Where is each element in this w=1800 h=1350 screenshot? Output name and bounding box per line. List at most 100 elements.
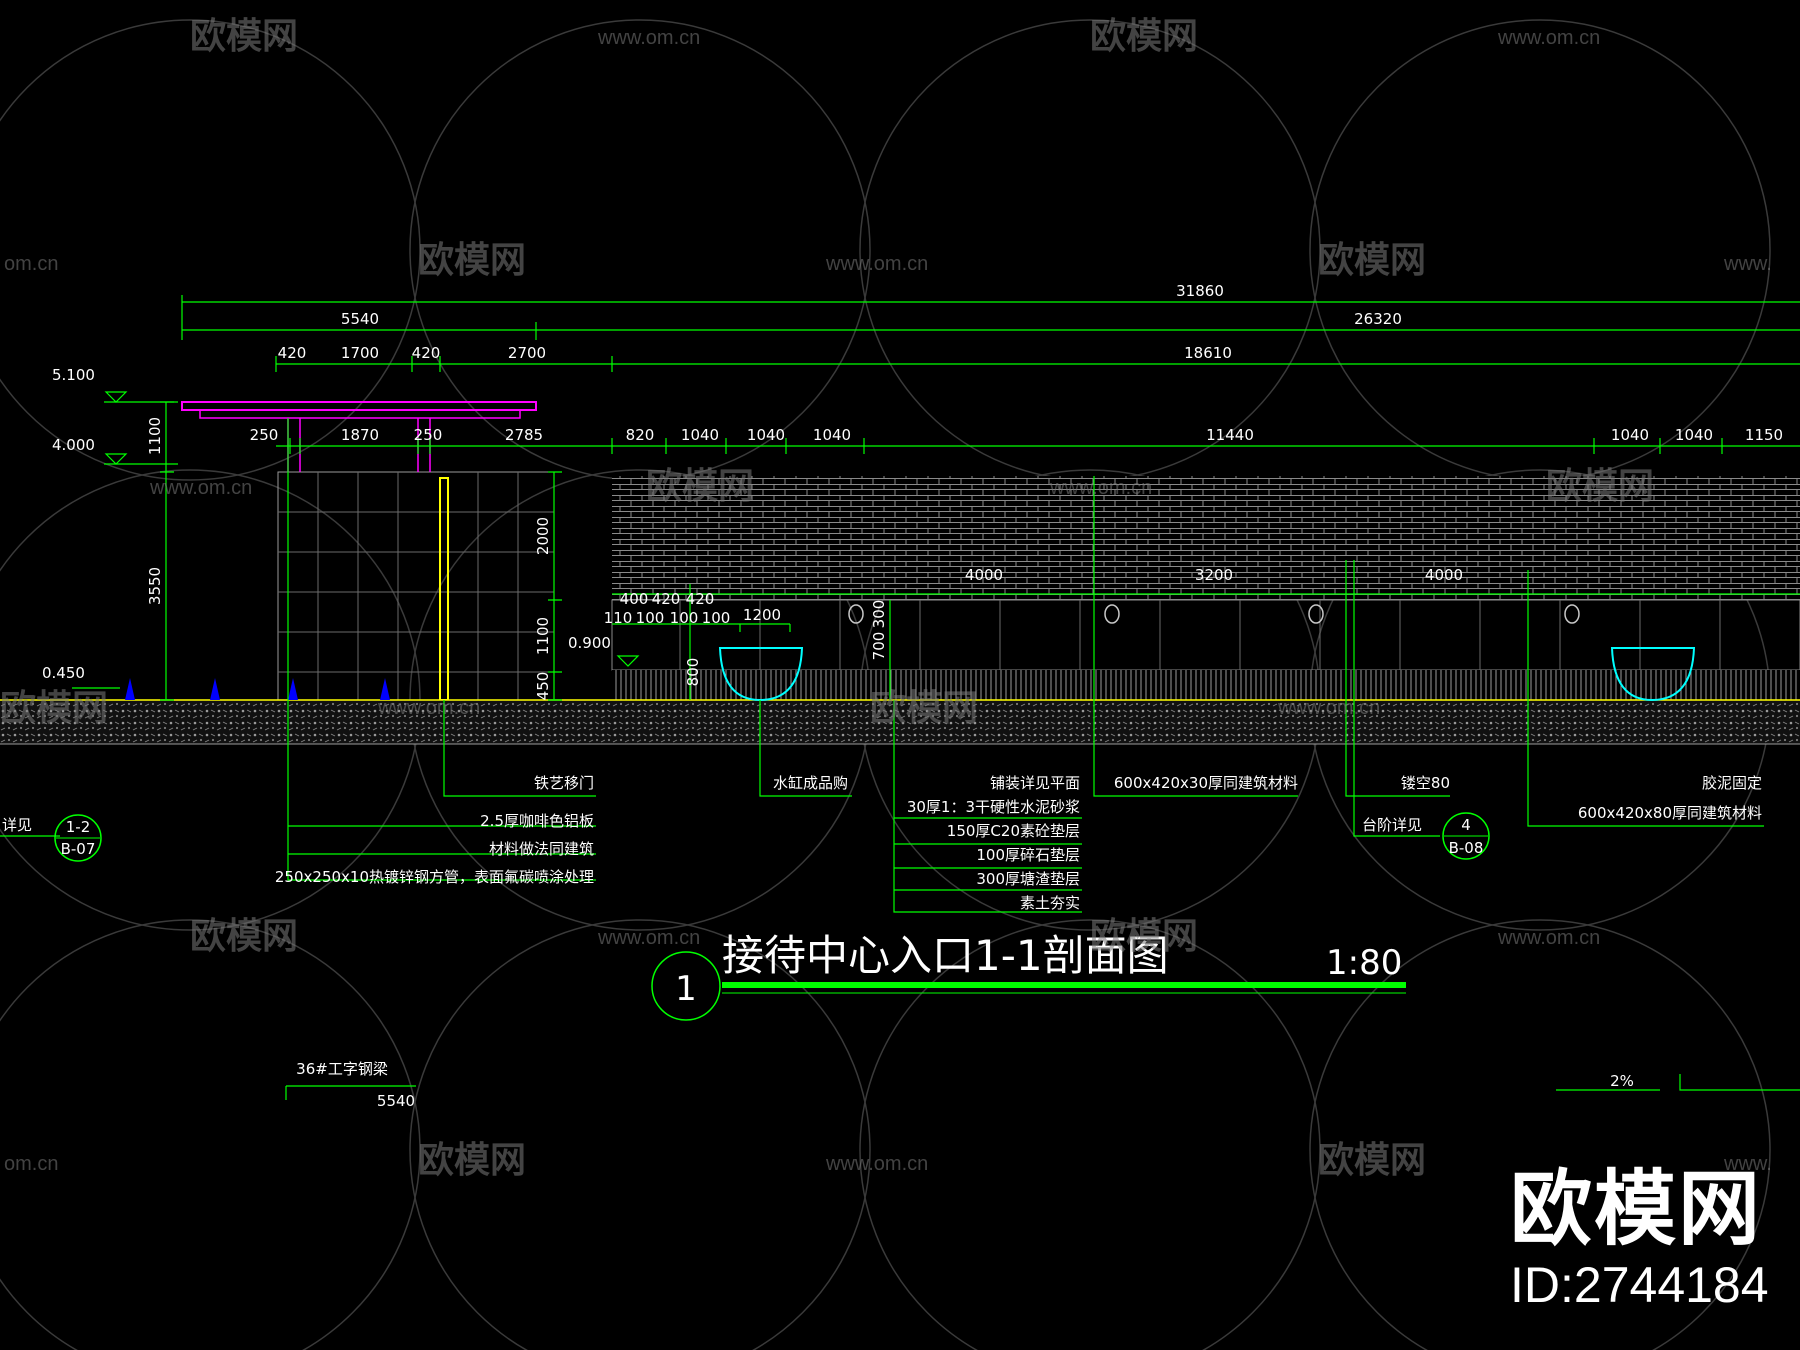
svg-text:1040: 1040 [1675, 426, 1713, 444]
svg-text:450: 450 [534, 672, 552, 701]
svg-text:www.om.cn: www.om.cn [1277, 697, 1380, 719]
id-brand-text: 欧模网 [1510, 1164, 1763, 1255]
svg-text:420: 420 [278, 344, 307, 362]
svg-text:250: 250 [250, 426, 279, 444]
wall-lamps [848, 604, 1580, 624]
svg-text:11440: 11440 [1206, 426, 1254, 444]
svg-text:欧模网: 欧模网 [1318, 239, 1426, 280]
watermark-text: 欧模网 www.om.cn 欧模网 www.om.cn om.cn 欧模网 ww… [0, 15, 1772, 1180]
svg-text:水缸成品购: 水缸成品购 [773, 774, 848, 792]
svg-text:5540: 5540 [377, 1092, 415, 1110]
svg-text:详见: 详见 [2, 816, 32, 834]
svg-text:4000: 4000 [965, 566, 1003, 584]
svg-text:100: 100 [670, 609, 699, 627]
svg-text:110: 110 [604, 609, 633, 627]
svg-text:420: 420 [412, 344, 441, 362]
drawing-title: 接待中心入口1-1剖面图 [722, 931, 1169, 980]
svg-text:1040: 1040 [681, 426, 719, 444]
id-code-text: ID:2744184 [1510, 1257, 1769, 1313]
svg-text:台阶详见: 台阶详见 [1362, 816, 1422, 834]
svg-text:0.450: 0.450 [42, 664, 85, 682]
svg-text:欧模网: 欧模网 [1090, 15, 1198, 56]
annotation-labels: 铁艺移门 水缸成品购 铺装详见平面 600x420x30厚同建筑材料 镂空80 … [2, 774, 1762, 1110]
svg-text:1100: 1100 [534, 617, 552, 655]
canopy-beam [199, 409, 521, 419]
svg-text:4: 4 [1461, 816, 1471, 834]
svg-text:铺装详见平面: 铺装详见平面 [990, 774, 1080, 792]
svg-text:420: 420 [686, 590, 715, 608]
svg-text:5.100: 5.100 [52, 366, 95, 384]
svg-text:om.cn: om.cn [4, 1153, 58, 1175]
svg-text:3550: 3550 [146, 567, 164, 605]
base-stripe [612, 670, 1800, 700]
svg-text:1040: 1040 [1611, 426, 1649, 444]
svg-text:欧模网: 欧模网 [1318, 1139, 1426, 1180]
svg-text:250x250x10热镀锌钢方管，表面氟碳喷涂处理: 250x250x10热镀锌钢方管，表面氟碳喷涂处理 [275, 868, 594, 886]
svg-text:欧模网: 欧模网 [1546, 465, 1654, 506]
svg-text:1040: 1040 [747, 426, 785, 444]
section-body [0, 401, 1800, 745]
svg-text:300: 300 [870, 600, 888, 629]
svg-text:素土夯实: 素土夯实 [1020, 894, 1080, 912]
planter-2 [1610, 647, 1696, 702]
svg-text:欧模网: 欧模网 [0, 687, 108, 728]
svg-text:1-2: 1-2 [66, 818, 91, 836]
svg-text:欧模网: 欧模网 [190, 915, 298, 956]
svg-text:镂空80: 镂空80 [1401, 774, 1450, 792]
svg-text:100: 100 [702, 609, 731, 627]
svg-text:铁艺移门: 铁艺移门 [534, 774, 594, 792]
svg-text:600x420x30厚同建筑材料: 600x420x30厚同建筑材料 [1114, 774, 1298, 792]
svg-text:250: 250 [414, 426, 443, 444]
svg-text:www.: www. [1723, 253, 1772, 275]
svg-text:150厚C20素砼垫层: 150厚C20素砼垫层 [947, 822, 1080, 840]
svg-text:2700: 2700 [508, 344, 546, 362]
svg-text:B-07: B-07 [61, 840, 96, 858]
svg-text:420: 420 [652, 590, 681, 608]
dimension-lines [0, 295, 1800, 1100]
id-watermark: 欧模网 ID:2744184 [1510, 1165, 1800, 1315]
iron-gate [439, 477, 449, 701]
svg-text:2785: 2785 [505, 426, 543, 444]
svg-text:胶泥固定: 胶泥固定 [1702, 774, 1762, 792]
svg-text:4000: 4000 [1425, 566, 1463, 584]
svg-text:100: 100 [636, 609, 665, 627]
svg-text:2%: 2% [1610, 1072, 1634, 1090]
svg-text:31860: 31860 [1176, 282, 1224, 300]
svg-text:3200: 3200 [1195, 566, 1233, 584]
svg-text:2000: 2000 [534, 517, 552, 555]
svg-text:36#工字钢梁: 36#工字钢梁 [296, 1060, 388, 1078]
svg-text:www.om.cn: www.om.cn [377, 697, 480, 719]
cone-markers [125, 678, 390, 700]
drawing-scale: 1:80 [1326, 943, 1402, 983]
svg-text:1040: 1040 [813, 426, 851, 444]
svg-text:1870: 1870 [341, 426, 379, 444]
svg-text:www.: www. [1723, 1153, 1772, 1175]
svg-text:www.om.cn: www.om.cn [597, 927, 700, 949]
svg-text:0.900: 0.900 [568, 634, 611, 652]
title-block: 1 接待中心入口1-1剖面图 1:80 [651, 931, 1406, 1021]
svg-text:300厚塘渣垫层: 300厚塘渣垫层 [976, 870, 1080, 888]
svg-text:820: 820 [626, 426, 655, 444]
section-number-bubble [651, 951, 721, 1021]
section-number: 1 [675, 969, 697, 1009]
svg-text:欧模网: 欧模网 [418, 1139, 526, 1180]
svg-text:4.000: 4.000 [52, 436, 95, 454]
svg-text:om.cn: om.cn [4, 253, 58, 275]
svg-text:700: 700 [870, 632, 888, 661]
svg-text:材料做法同建筑: 材料做法同建筑 [489, 840, 594, 858]
svg-text:1200: 1200 [743, 606, 781, 624]
brick-wall [612, 476, 1800, 600]
svg-text:欧模网: 欧模网 [870, 687, 978, 728]
svg-text:B-08: B-08 [1449, 839, 1484, 857]
svg-text:100厚碎石垫层: 100厚碎石垫层 [976, 846, 1080, 864]
svg-text:1700: 1700 [341, 344, 379, 362]
svg-text:www.om.cn: www.om.cn [1049, 477, 1152, 499]
svg-text:30厚1：3干硬性水泥砂浆: 30厚1：3干硬性水泥砂浆 [907, 798, 1080, 816]
svg-text:26320: 26320 [1354, 310, 1402, 328]
dimension-text: 31860 5540 26320 420 1700 420 2700 18610… [42, 282, 1783, 700]
detail-ref-2: 4 B-08 [1442, 812, 1490, 860]
svg-text:5540: 5540 [341, 310, 379, 328]
svg-text:600x420x80厚同建筑材料: 600x420x80厚同建筑材料 [1578, 804, 1762, 822]
svg-text:www.om.cn: www.om.cn [825, 1153, 928, 1175]
